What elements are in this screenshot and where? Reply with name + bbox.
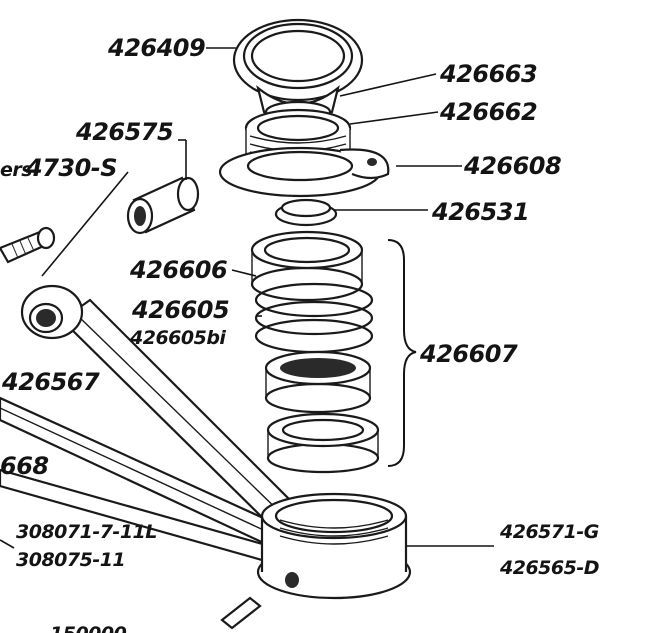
bolt-part	[0, 226, 56, 264]
label-426662: 426662	[439, 98, 537, 126]
label-426608: 426608	[463, 152, 561, 180]
bearing-upper	[264, 350, 372, 414]
ring-426409	[232, 18, 364, 102]
label-426531: 426531	[431, 198, 529, 226]
label-426606: 426606	[129, 256, 227, 284]
label-426607: 426607	[419, 340, 518, 368]
housing-426571	[256, 492, 412, 600]
brace-426607	[387, 239, 417, 467]
connecting-rod	[20, 284, 302, 532]
label-308071: 308071-7-11L	[16, 521, 157, 543]
label-426409: 426409	[107, 34, 205, 62]
bottom-pin	[220, 596, 262, 630]
label-426605bi: 426605bi	[129, 327, 226, 349]
label-426605: 426605	[131, 296, 229, 324]
bushing-426575	[126, 176, 200, 235]
label-4730s: 4730-S	[25, 154, 117, 182]
part-labels: 426409 426663 426662 426575 ers 4730-S 4…	[0, 34, 599, 633]
label-426571: 426571-G	[499, 521, 599, 543]
leader-lines	[0, 47, 494, 549]
label-426567: 426567	[1, 368, 100, 396]
washer-426531	[274, 198, 338, 227]
label-308075: 308075-11	[16, 549, 125, 571]
lower-rods	[0, 396, 274, 562]
label-426663: 426663	[439, 60, 537, 88]
label-prefix-ers: ers	[0, 159, 32, 181]
label-426575: 426575	[75, 118, 173, 146]
label-426565: 426565-D	[499, 557, 599, 579]
bearing-lower	[266, 412, 380, 474]
label-668: 668	[0, 452, 49, 480]
flange-426608	[218, 146, 390, 198]
label-bottom-partial: 150000	[50, 623, 127, 633]
